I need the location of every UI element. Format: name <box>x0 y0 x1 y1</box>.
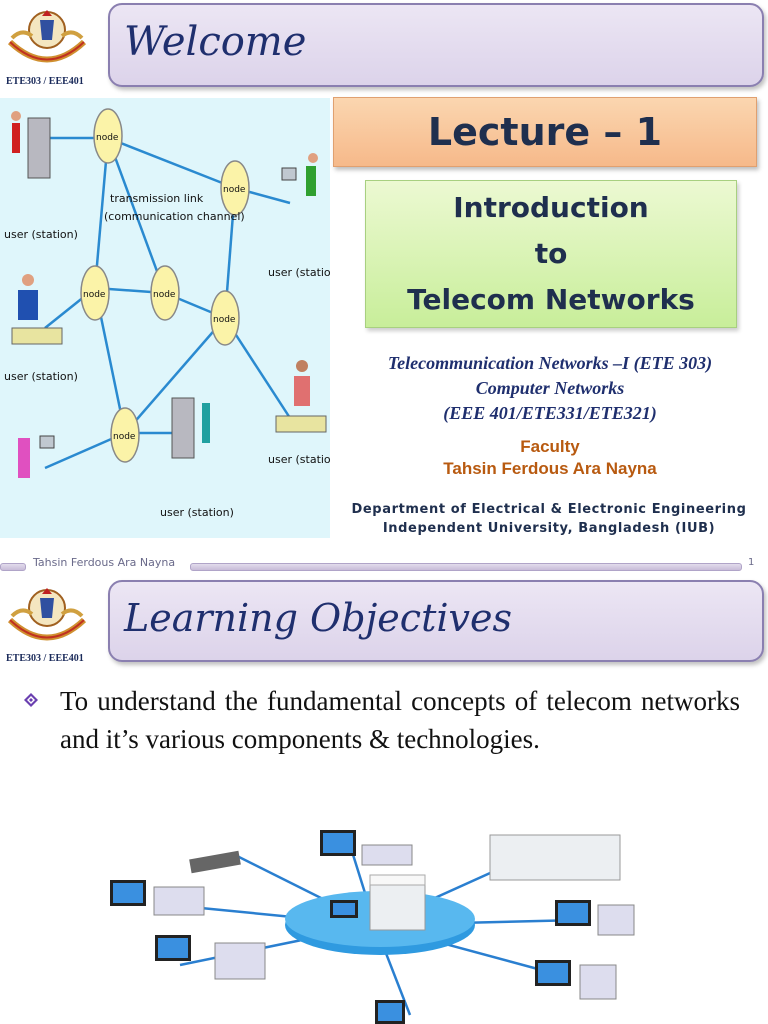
node-label: node <box>223 185 246 195</box>
footer-author: Tahsin Ferdous Ara Nayna <box>30 556 179 569</box>
node-label: node <box>153 290 176 300</box>
intro-line: to <box>534 237 568 270</box>
faculty-label: Faculty <box>520 437 580 456</box>
course-code: ETE303 / EEE401 <box>6 76 84 87</box>
link-label-2: (communication channel) <box>104 210 245 223</box>
node-label: node <box>113 432 136 442</box>
station-label: user (station) <box>160 506 234 519</box>
course-line: (EEE 401/ETE331/ETE321) <box>443 403 657 423</box>
node-label: node <box>96 133 119 143</box>
objectives-title-box: Learning Objectives <box>108 580 764 662</box>
station-label: user (station) <box>4 370 78 383</box>
station-label: user (station) <box>268 266 330 279</box>
intro-box: Introduction to Telecom Networks <box>365 180 737 328</box>
iub-logo <box>7 10 87 63</box>
slide-title: Learning Objectives <box>124 596 512 640</box>
department-line: Department of Electrical & Electronic En… <box>351 502 747 517</box>
page-number: 1 <box>748 557 755 568</box>
node-label: node <box>213 315 236 325</box>
station-label: user (station) <box>4 228 78 241</box>
link-label-1: transmission link <box>110 192 204 205</box>
university-line: Independent University, Bangladesh (IUB) <box>382 521 716 536</box>
intro-line: Introduction <box>453 191 649 224</box>
lecture-title: Lecture – 1 <box>427 110 663 154</box>
course-code: ETE303 / EEE401 <box>6 653 84 664</box>
objective-text: To understand the fundamental concepts o… <box>60 686 740 754</box>
welcome-title-box: Welcome <box>108 3 764 87</box>
iub-logo <box>7 588 87 641</box>
node-label: node <box>83 290 106 300</box>
network-diagram: transmission link (communication channel… <box>0 98 342 538</box>
slide-footer: Tahsin Ferdous Ara Nayna 1 <box>0 553 768 575</box>
lecture-box: Lecture – 1 <box>333 97 757 167</box>
course-line: Computer Networks <box>475 378 625 398</box>
course-line: Telecommunication Networks –I (ETE 303) <box>387 353 713 373</box>
network-illustration <box>110 830 635 1024</box>
slide-title: Welcome <box>124 19 307 65</box>
diamond-bullet-icon <box>24 693 38 707</box>
faculty-name: Tahsin Ferdous Ara Nayna <box>443 459 657 478</box>
intro-line: Telecom Networks <box>407 283 695 316</box>
station-label: user (station) <box>268 453 330 466</box>
